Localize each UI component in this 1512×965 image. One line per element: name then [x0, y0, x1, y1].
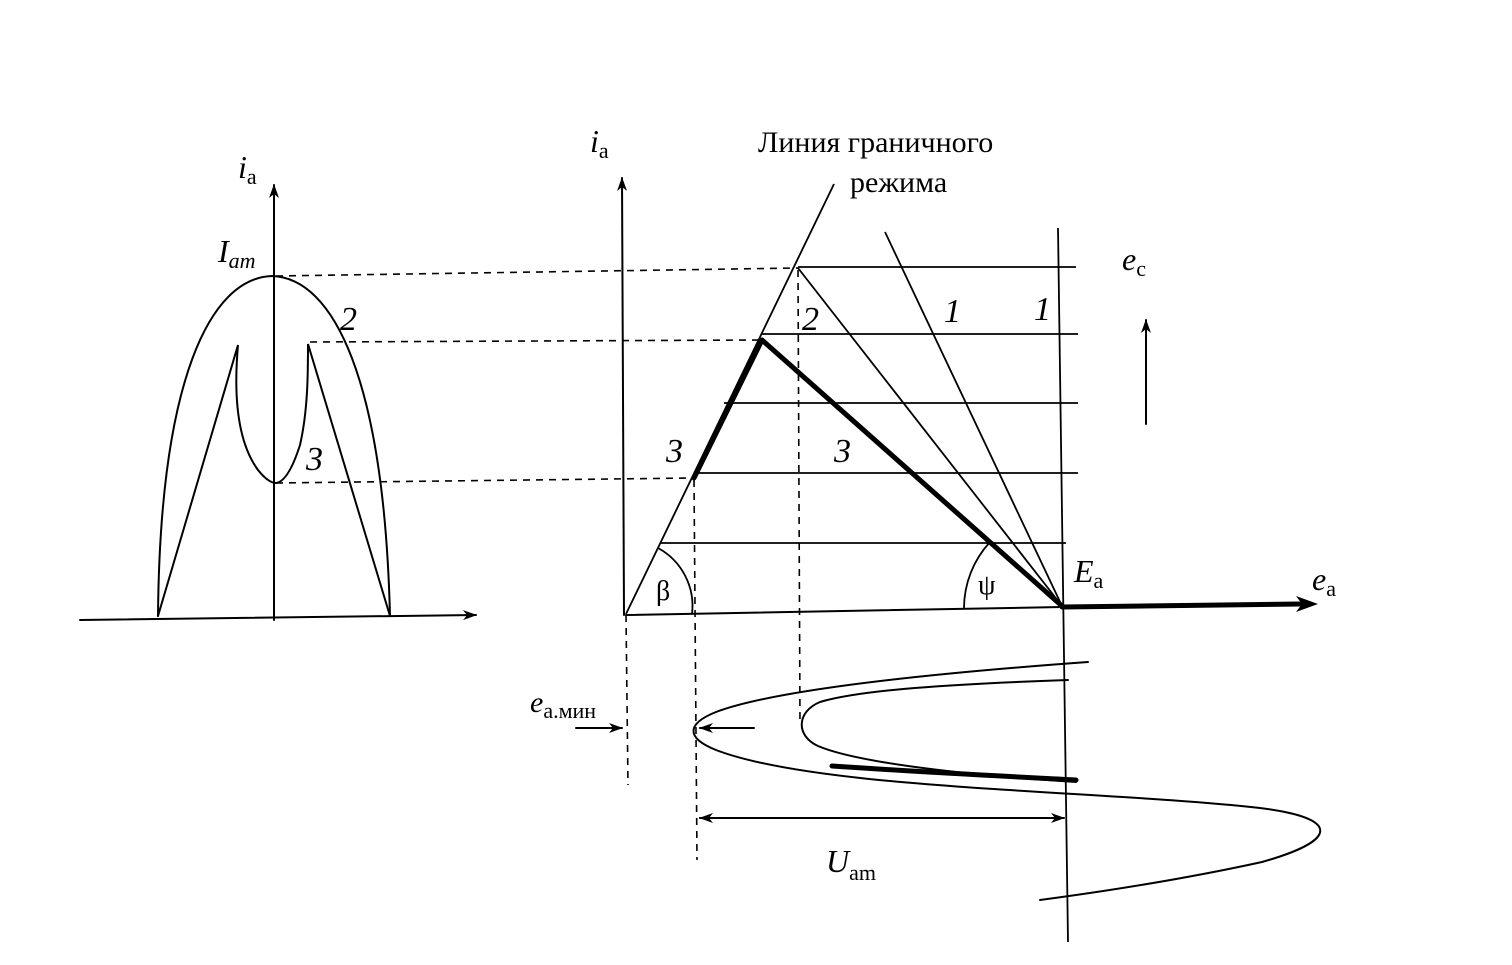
projection-lines — [275, 267, 801, 861]
ea-axis-label: ea — [1312, 561, 1336, 601]
proj-vert-origin — [625, 614, 629, 786]
label-1-vertical: 1 — [1034, 291, 1051, 328]
peak-current-label: Iam — [217, 233, 256, 273]
left-x-axis — [79, 610, 477, 621]
proj-2 — [309, 339, 763, 343]
ea-supply-label: Ea — [1073, 553, 1104, 593]
label-2-right: 2 — [802, 301, 819, 338]
uam-label: Uam — [826, 843, 876, 885]
angle-psi-arc — [963, 541, 991, 609]
outer-pulse-curve — [157, 274, 391, 617]
proj-3 — [275, 477, 695, 484]
ea-vertical-line — [1057, 227, 1069, 943]
label-3-left: 3 — [665, 433, 683, 470]
inner-pulse-curve — [157, 343, 391, 617]
load-line-2 — [797, 267, 1063, 607]
left-curve-2-label: 2 — [340, 301, 357, 338]
right-ia-label: ia — [590, 123, 609, 163]
angle-beta-arc — [657, 547, 694, 615]
left-curve-3-label: 3 — [305, 441, 323, 478]
load-line-3 — [759, 337, 1065, 609]
x-axis-arrowhead — [1296, 596, 1318, 612]
proj-peak — [275, 267, 799, 277]
right-graph: ia Линия граничного режима ec 1 1 2 3 3 … — [590, 123, 1336, 943]
left-ia-label: ia — [238, 149, 257, 189]
anode-voltage-curve-3 — [692, 661, 1322, 901]
ec-label: ec — [1122, 241, 1146, 281]
right-x-axis-thick — [1059, 601, 1303, 610]
boundary-title-line2: режима — [850, 166, 947, 199]
boundary-mode-line — [625, 183, 835, 615]
anode-voltage-curve-2 — [800, 679, 1077, 783]
left-graph: ia Iam 2 3 — [79, 149, 477, 621]
voltage-waveform: eа.мин Uam — [530, 661, 1322, 901]
boundary-title-line1: Линия граничного — [758, 126, 993, 159]
label-3-right: 3 — [833, 433, 851, 470]
beta-label: β — [656, 576, 670, 607]
proj-vert-peak — [797, 269, 801, 726]
emin-label: eа.мин — [530, 686, 596, 723]
load-line-1 — [884, 231, 1063, 607]
right-y-axis — [617, 177, 628, 616]
proj-vert-3 — [693, 479, 698, 861]
right-x-axis-left — [625, 606, 1063, 616]
label-1-load: 1 — [944, 293, 961, 330]
psi-label: ψ — [978, 570, 996, 601]
waveform-thick-segment — [829, 763, 1079, 783]
boundary-segment-3 — [691, 337, 765, 481]
